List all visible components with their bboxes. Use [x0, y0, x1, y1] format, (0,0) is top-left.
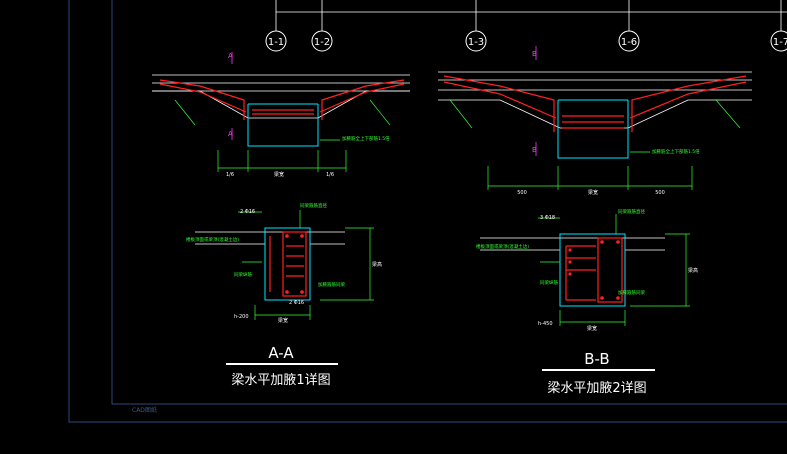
side-note: 加腋箍筋同梁: [618, 289, 645, 296]
side-note: 加腋箍筋同梁: [318, 281, 345, 288]
axis-grid: 1-1 1-2 1-3 1-6 1-7: [265, 0, 787, 52]
section-title: A-A: [268, 344, 294, 362]
section-marker: B: [532, 50, 537, 58]
dim-left-label: h-450: [538, 321, 553, 327]
section-caption: 梁水平加腋1详图: [231, 373, 330, 388]
dim-500-label: 500: [517, 190, 527, 196]
beam-height-label: 梁高: [372, 261, 382, 268]
beam-height-label: 梁高: [688, 267, 698, 274]
beam-width-label: 梁宽: [278, 317, 288, 324]
axis-label: 1-6: [621, 37, 637, 48]
rebar-note: 加腋筋全上下部筋1.5倍: [652, 148, 700, 155]
section-a-a-detail: 2 Φ16 同梁箍筋直径 楼板顶面或梁顶(混凝土边) 加腋箍筋同梁 2 Φ16 …: [186, 202, 382, 388]
plate-note: 楼板顶面或梁顶(混凝土边): [186, 236, 239, 243]
stirrup-label: 2 Φ16: [289, 300, 304, 306]
section-marker: A: [228, 130, 233, 138]
side-note: 同梁箍筋直径: [300, 202, 327, 209]
dim-left-label: h-200: [234, 314, 249, 320]
dim-span-label: 1/6: [226, 172, 234, 178]
rebar-note: 加腋筋全上下部筋1.5倍: [342, 135, 390, 142]
beam-width-label: 梁宽: [587, 325, 597, 332]
axis-bubble-5: 1-7: [770, 30, 787, 52]
axis-label: 1-3: [468, 37, 484, 48]
left-note: 同梁纵筋: [540, 279, 558, 286]
corner-text: CAD图纸: [132, 406, 157, 414]
axis-label: 1-7: [773, 37, 787, 48]
axis-label: 1-1: [268, 37, 284, 48]
axis-label: 1-2: [314, 37, 330, 48]
stirrup-label: 2 Φ16: [240, 209, 255, 215]
section-caption: 梁水平加腋2详图: [547, 381, 646, 396]
drawing-frame: [68, 0, 787, 423]
section-marker: B: [532, 146, 537, 154]
axis-bubble-2: 1-2: [311, 30, 333, 52]
section-marker: A: [228, 52, 233, 60]
axis-bubble-3: 1-3: [465, 30, 487, 52]
section-title: B-B: [584, 350, 609, 368]
beam-width-label: 梁宽: [274, 171, 284, 178]
beam-width-label: 梁宽: [588, 189, 598, 196]
left-note: 同梁纵筋: [234, 271, 252, 278]
axis-bubble-1: 1-1: [265, 30, 287, 52]
axis-bubble-4: 1-6: [618, 30, 640, 52]
side-note: 同梁箍筋直径: [618, 208, 645, 215]
dim-500-label: 500: [655, 190, 665, 196]
stirrup-label: 3 Φ18: [540, 215, 555, 221]
haunch-elevation-1: A A 梁宽 1/6 1/6 加腋筋全上下部筋1.5倍: [152, 52, 410, 178]
dim-span-label: 1/6: [326, 172, 334, 178]
plate-note: 楼板顶面或梁顶(混凝土边): [476, 243, 529, 250]
section-b-b-detail: 3 Φ18 同梁箍筋直径 楼板顶面或梁顶(混凝土边) 加腋箍筋同梁 h-450 …: [476, 208, 698, 396]
haunch-elevation-2: B B 梁宽 500 500 加腋筋全上下部筋1.5倍: [438, 46, 752, 196]
